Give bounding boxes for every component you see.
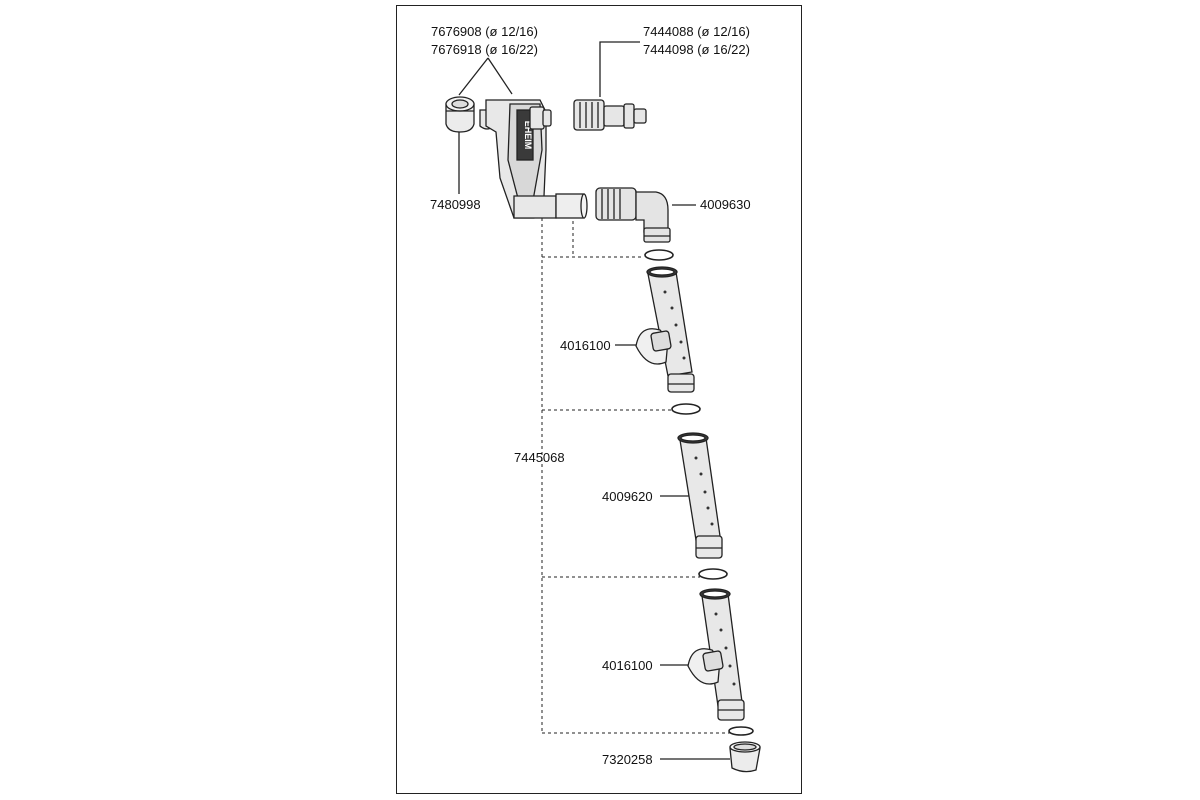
label-7444098: 7444098 (ø 16/22) — [643, 42, 750, 57]
label-7676918: 7676918 (ø 16/22) — [431, 42, 538, 57]
label-4009630: 4009630 — [700, 197, 751, 212]
spray-tube-4016100-bottom — [687, 588, 745, 721]
assembly-guide-lines — [541, 215, 733, 734]
hose-connector-7444088 — [573, 99, 647, 131]
label-4009620: 4009620 — [602, 489, 653, 504]
o-rings — [644, 249, 754, 736]
label-7480998: 7480998 — [430, 197, 481, 212]
label-7676908: 7676908 (ø 12/16) — [431, 24, 538, 39]
eheim-logo-text: EHEIM — [523, 121, 533, 150]
label-7320258: 7320258 — [602, 752, 653, 767]
inlet-arm-7676908: EHEIM — [479, 99, 588, 219]
label-4016100-bottom: 4016100 — [602, 658, 653, 673]
elbow-4009630 — [595, 187, 671, 243]
end-cap-7480998 — [445, 96, 475, 133]
label-4016100-top: 4016100 — [560, 338, 611, 353]
spray-tube-4009620 — [677, 432, 723, 559]
label-7445068: 7445068 — [514, 450, 565, 465]
end-cap-7320258 — [729, 741, 761, 773]
spray-tube-4016100-top — [635, 266, 695, 393]
label-7444088: 7444088 (ø 12/16) — [643, 24, 750, 39]
